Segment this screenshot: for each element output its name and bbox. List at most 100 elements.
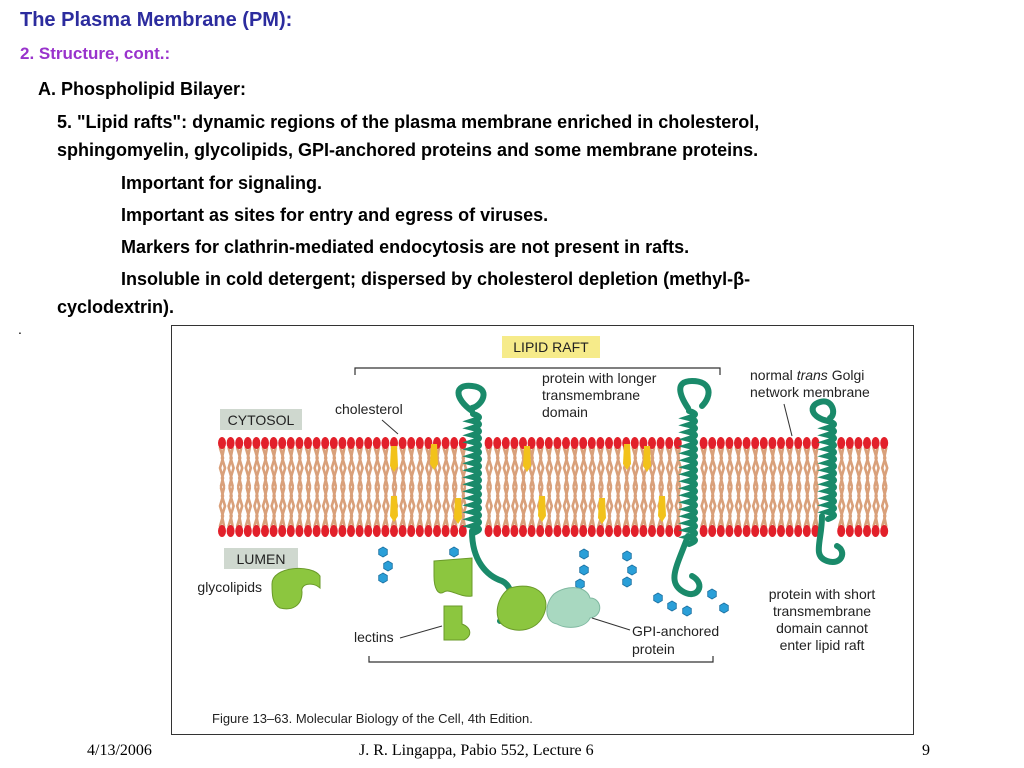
lipid-tail	[631, 446, 640, 488]
lipid-head	[347, 437, 355, 449]
lipid-head	[553, 525, 562, 537]
cholesterol-molecules	[390, 444, 666, 524]
lipid-tail	[313, 486, 321, 528]
lipid-head	[725, 525, 734, 537]
lipid-tail	[433, 486, 442, 528]
lipid-tail	[708, 446, 717, 488]
lipid-tail	[278, 486, 287, 528]
lipid-tail	[270, 486, 278, 528]
lipid-head	[321, 437, 330, 449]
lipid-head	[398, 525, 407, 537]
lipid-tail	[717, 446, 726, 488]
lipid-tail	[562, 486, 571, 528]
lipid-tail	[855, 446, 863, 488]
lipid-tail	[493, 446, 502, 488]
sugar-residue	[622, 576, 632, 588]
lectin-2	[433, 557, 473, 597]
lipid-tail	[734, 486, 743, 528]
lipid-head	[570, 525, 579, 537]
lipid-head	[605, 525, 613, 537]
lipid-tail	[321, 486, 330, 528]
lipid-tail	[648, 486, 657, 528]
sugar-residue	[378, 572, 388, 584]
label-normal-1: normal trans Golgi	[750, 367, 864, 383]
lipid-tail	[253, 446, 261, 488]
lipid-head	[243, 525, 252, 537]
slide-subtitle: 2. Structure, cont.:	[20, 44, 171, 63]
lipid-head	[235, 437, 244, 449]
lipid-head	[639, 525, 648, 537]
lipid-tail	[536, 446, 545, 488]
lectins-pointer	[399, 625, 443, 639]
lipid-head	[407, 525, 416, 537]
lipid-tail	[803, 446, 812, 488]
lipid-tail	[425, 486, 433, 528]
lipid-head	[493, 525, 502, 537]
lipid-tail	[863, 446, 872, 488]
lipid-tail	[373, 446, 382, 488]
footer-page-number: 9	[922, 742, 930, 759]
lipid-head	[648, 525, 656, 537]
lipid-head	[742, 437, 751, 449]
label-short-3: domain cannot	[776, 620, 868, 636]
lipid-head	[278, 525, 287, 537]
lipid-tail	[726, 446, 734, 488]
cholesterol-molecule	[598, 498, 606, 524]
lipid-tail	[502, 486, 511, 528]
lipid-head	[493, 437, 502, 449]
lipid-tail	[571, 486, 579, 528]
label-long-1: protein with longer	[542, 370, 657, 386]
raft-bracket-bottom	[368, 656, 714, 663]
lipid-tail	[708, 486, 717, 528]
lipid-head	[338, 525, 347, 537]
lipid-head	[777, 437, 785, 449]
lipid-tail	[751, 446, 760, 488]
lipid-tail	[459, 446, 468, 488]
lipid-head	[768, 525, 777, 537]
lipid-tail	[493, 486, 502, 528]
lipid-head	[286, 437, 295, 449]
lipid-head	[269, 437, 278, 449]
raft-label-box	[502, 336, 600, 358]
lipid-head	[759, 525, 768, 537]
section-heading: A. Phospholipid Bilayer:	[38, 79, 247, 99]
lipid-head	[553, 437, 562, 449]
lipid-head	[794, 525, 803, 537]
lipid-head	[519, 525, 527, 537]
lipid-tail	[296, 486, 304, 528]
long-tm-protein-right	[671, 377, 712, 597]
sub-point-signaling: Important for signaling.	[121, 173, 322, 193]
sugar-residue	[627, 564, 637, 576]
lipid-head	[871, 525, 880, 537]
lipid-head	[372, 525, 381, 537]
lipid-head	[837, 525, 846, 537]
membrane-diagram: LIPID RAFT CYTOSOL LUMEN	[197, 336, 889, 726]
lipid-tail	[803, 486, 812, 528]
lipid-tail	[614, 446, 622, 488]
lipid-tail	[304, 486, 313, 528]
bullet: .	[18, 321, 22, 337]
lumen-label-box	[224, 548, 298, 569]
label-short-4: enter lipid raft	[780, 637, 865, 653]
lipid-head	[751, 437, 760, 449]
lipid-tail	[287, 446, 296, 488]
lipid-tail	[640, 486, 648, 528]
lipid-head	[630, 525, 639, 537]
sub-point-detergent-cont: cyclodextrin).	[57, 297, 175, 317]
lipid-tail	[304, 446, 313, 488]
footer-date: 4/13/2006	[87, 742, 152, 759]
lipid-head	[424, 525, 433, 537]
cholesterol-molecule	[454, 498, 462, 524]
lipid-tail	[313, 446, 321, 488]
label-gpi-1: GPI-anchored	[632, 623, 719, 639]
lipid-head	[450, 525, 459, 537]
lipid-tail	[442, 486, 450, 528]
lipid-tail	[545, 446, 554, 488]
lipid-tail	[794, 446, 803, 488]
cytosol-label: CYTOSOL	[228, 412, 295, 428]
sugar-residue	[719, 602, 729, 614]
lectin-1	[271, 567, 321, 610]
lipid-head	[708, 437, 717, 449]
lipid-head	[579, 525, 588, 537]
lipid-tail	[777, 486, 786, 528]
